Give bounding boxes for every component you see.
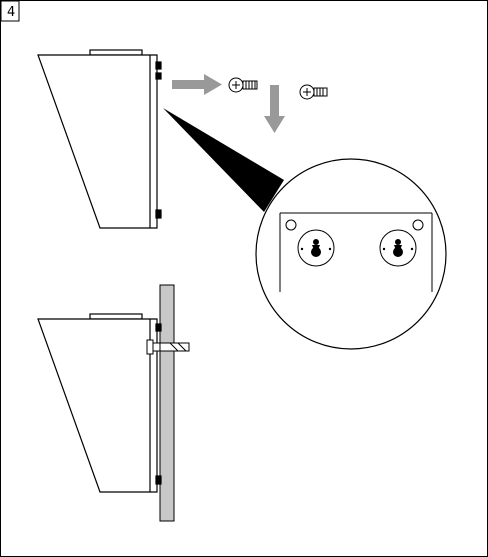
lamp-side-view-top: [37, 49, 162, 229]
zoom-callout-wedge: [163, 108, 284, 212]
lamp-side-view-mounted: [37, 313, 162, 493]
screw-icon: [228, 77, 258, 93]
detail-zoom-circle: [255, 158, 447, 350]
step-number: 4: [7, 5, 15, 20]
wall-anchor-icon: [146, 339, 190, 355]
keyhole-slot-icon: [297, 229, 335, 267]
arrow-right-icon: [172, 74, 222, 95]
keyhole-slot-icon: [379, 229, 417, 267]
arrow-down-icon: [264, 85, 285, 133]
wall: [159, 284, 175, 522]
step-number-box: [0, 0, 20, 22]
screw-icon: [299, 84, 328, 100]
